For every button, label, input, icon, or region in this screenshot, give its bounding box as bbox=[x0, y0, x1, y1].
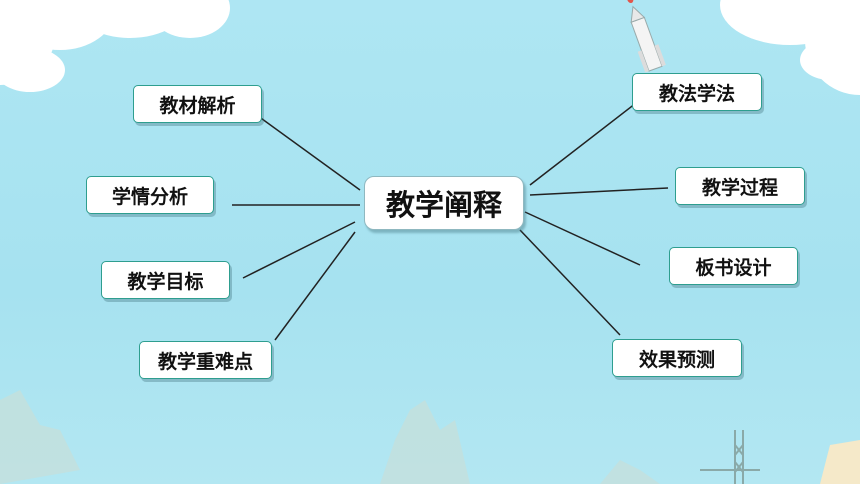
mountain-icon bbox=[0, 390, 660, 484]
node-left-3: 教学目标 bbox=[101, 261, 230, 299]
rocket-icon bbox=[627, 0, 666, 73]
connector-lines bbox=[232, 99, 669, 341]
node-left-2: 学情分析 bbox=[86, 176, 214, 214]
cloud-icon bbox=[720, 0, 860, 95]
node-right-2: 教学过程 bbox=[675, 167, 805, 205]
node-right-4: 效果预测 bbox=[612, 339, 742, 377]
node-left-4: 教学重难点 bbox=[139, 341, 272, 379]
node-right-3: 板书设计 bbox=[669, 247, 798, 285]
ground-shape bbox=[820, 440, 860, 484]
launch-tower-icon bbox=[700, 430, 760, 484]
node-right-1: 教法学法 bbox=[632, 73, 762, 111]
center-node: 教学阐释 bbox=[364, 176, 524, 230]
cloud-icon bbox=[0, 0, 230, 92]
node-left-1: 教材解析 bbox=[133, 85, 262, 123]
